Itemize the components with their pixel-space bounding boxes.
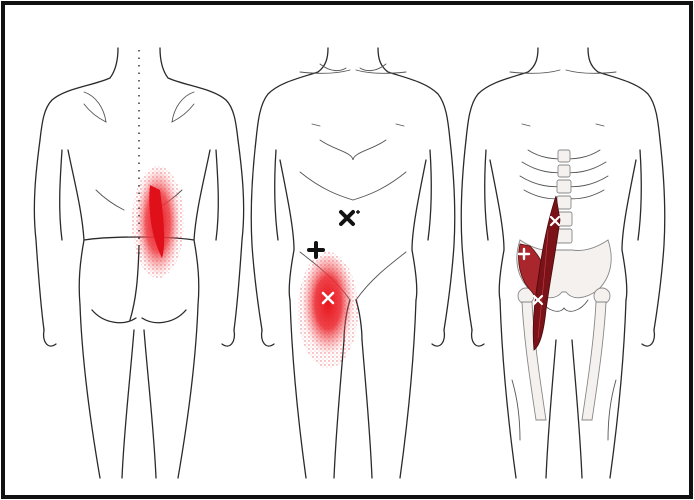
anterior-thigh-referred-pain-zone — [302, 256, 354, 360]
